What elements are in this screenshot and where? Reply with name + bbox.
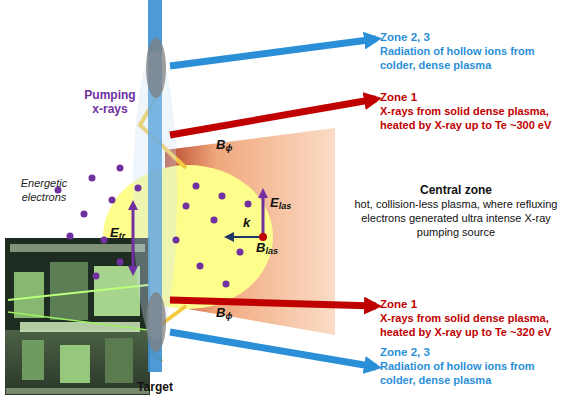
zone-text-block: Zone 2, 3Radiation of hollow ions from c… — [380, 30, 550, 72]
photo-machine — [105, 338, 133, 383]
pumping-xray-ray — [140, 88, 186, 168]
zone-text-block: Zone 2, 3Radiation of hollow ions from c… — [380, 345, 550, 387]
electron-dot — [223, 281, 230, 288]
zone-heading: Zone 2, 3 — [380, 30, 550, 44]
electron-dot — [93, 273, 100, 280]
field-origin — [259, 233, 267, 241]
field-symbol: k — [243, 216, 250, 230]
field-symbol: Etr — [110, 226, 125, 240]
electron-dot — [219, 193, 226, 200]
lab-photo — [5, 238, 150, 395]
target-glow — [133, 50, 177, 340]
photo-machine — [50, 262, 88, 320]
electron-dot — [183, 203, 190, 210]
field-symbol: Elas — [270, 196, 291, 210]
target-label: Target — [137, 380, 173, 394]
zone-description: hot, collision-less plasma, where reflux… — [350, 197, 562, 239]
zone-heading: Central zone — [350, 183, 562, 197]
zone-heading: Zone 2, 3 — [380, 345, 550, 359]
electron-dot — [193, 183, 200, 190]
emission-arrow — [170, 39, 376, 66]
field-arrow — [228, 236, 263, 238]
electron-dot — [173, 237, 180, 244]
photo-laser-beam — [8, 285, 148, 300]
electron-dot — [237, 249, 244, 256]
zone-heading: Zone 1 — [380, 90, 580, 104]
electron-dot — [109, 197, 116, 204]
emission-arrow — [170, 300, 376, 306]
zone-description: X-rays from solid dense plasma, heated b… — [380, 311, 580, 339]
electron-dots — [55, 165, 252, 288]
electron-dot — [81, 211, 88, 218]
photo-floor-reflection — [6, 388, 149, 394]
field-symbol: Bϕ — [216, 138, 232, 152]
photo-floor — [5, 330, 150, 395]
electron-dot — [245, 201, 252, 208]
annotation-text: Pumping x-rays — [78, 88, 142, 116]
photo-laser-beam — [8, 312, 148, 330]
zone-text-block: Zone 1X-rays from solid dense plasma, he… — [380, 297, 580, 339]
photo-machine — [60, 345, 90, 383]
electron-dot — [197, 263, 204, 270]
field-symbol: Bϕ — [216, 306, 232, 320]
electron-dot — [89, 175, 96, 182]
target-bar — [148, 0, 162, 372]
zone-description: Radiation of hollow ions from colder, de… — [380, 44, 550, 72]
zone-text-block: Zone 1X-rays from solid dense plasma, he… — [380, 90, 580, 132]
emission-arrow — [170, 332, 376, 367]
electron-dot — [67, 233, 74, 240]
zone-description: X-rays from solid dense plasma, heated b… — [380, 104, 580, 132]
zone-description: Radiation of hollow ions from colder, de… — [380, 359, 550, 387]
field-arrow — [262, 192, 265, 240]
field-arrow — [132, 204, 135, 272]
target-crater — [146, 292, 166, 352]
zone-heading: Zone 1 — [380, 297, 580, 311]
photo-ceiling-light — [10, 244, 145, 252]
photo-machine — [14, 272, 44, 318]
zone-text-block: Central zonehot, collision-less plasma, … — [350, 183, 562, 239]
field-symbol: Blas — [256, 241, 278, 255]
emission-arrow — [170, 99, 376, 135]
electron-dot — [135, 185, 142, 192]
electron-dot — [101, 237, 108, 244]
photo-background — [5, 238, 150, 395]
photo-machine — [22, 340, 44, 380]
target-crater — [146, 38, 166, 98]
target-plate: Target — [140, 0, 170, 394]
electron-dot — [117, 165, 124, 172]
electron-dot — [211, 217, 218, 224]
electron-dot — [117, 259, 124, 266]
annotation-text: Energetic electrons — [6, 176, 82, 204]
